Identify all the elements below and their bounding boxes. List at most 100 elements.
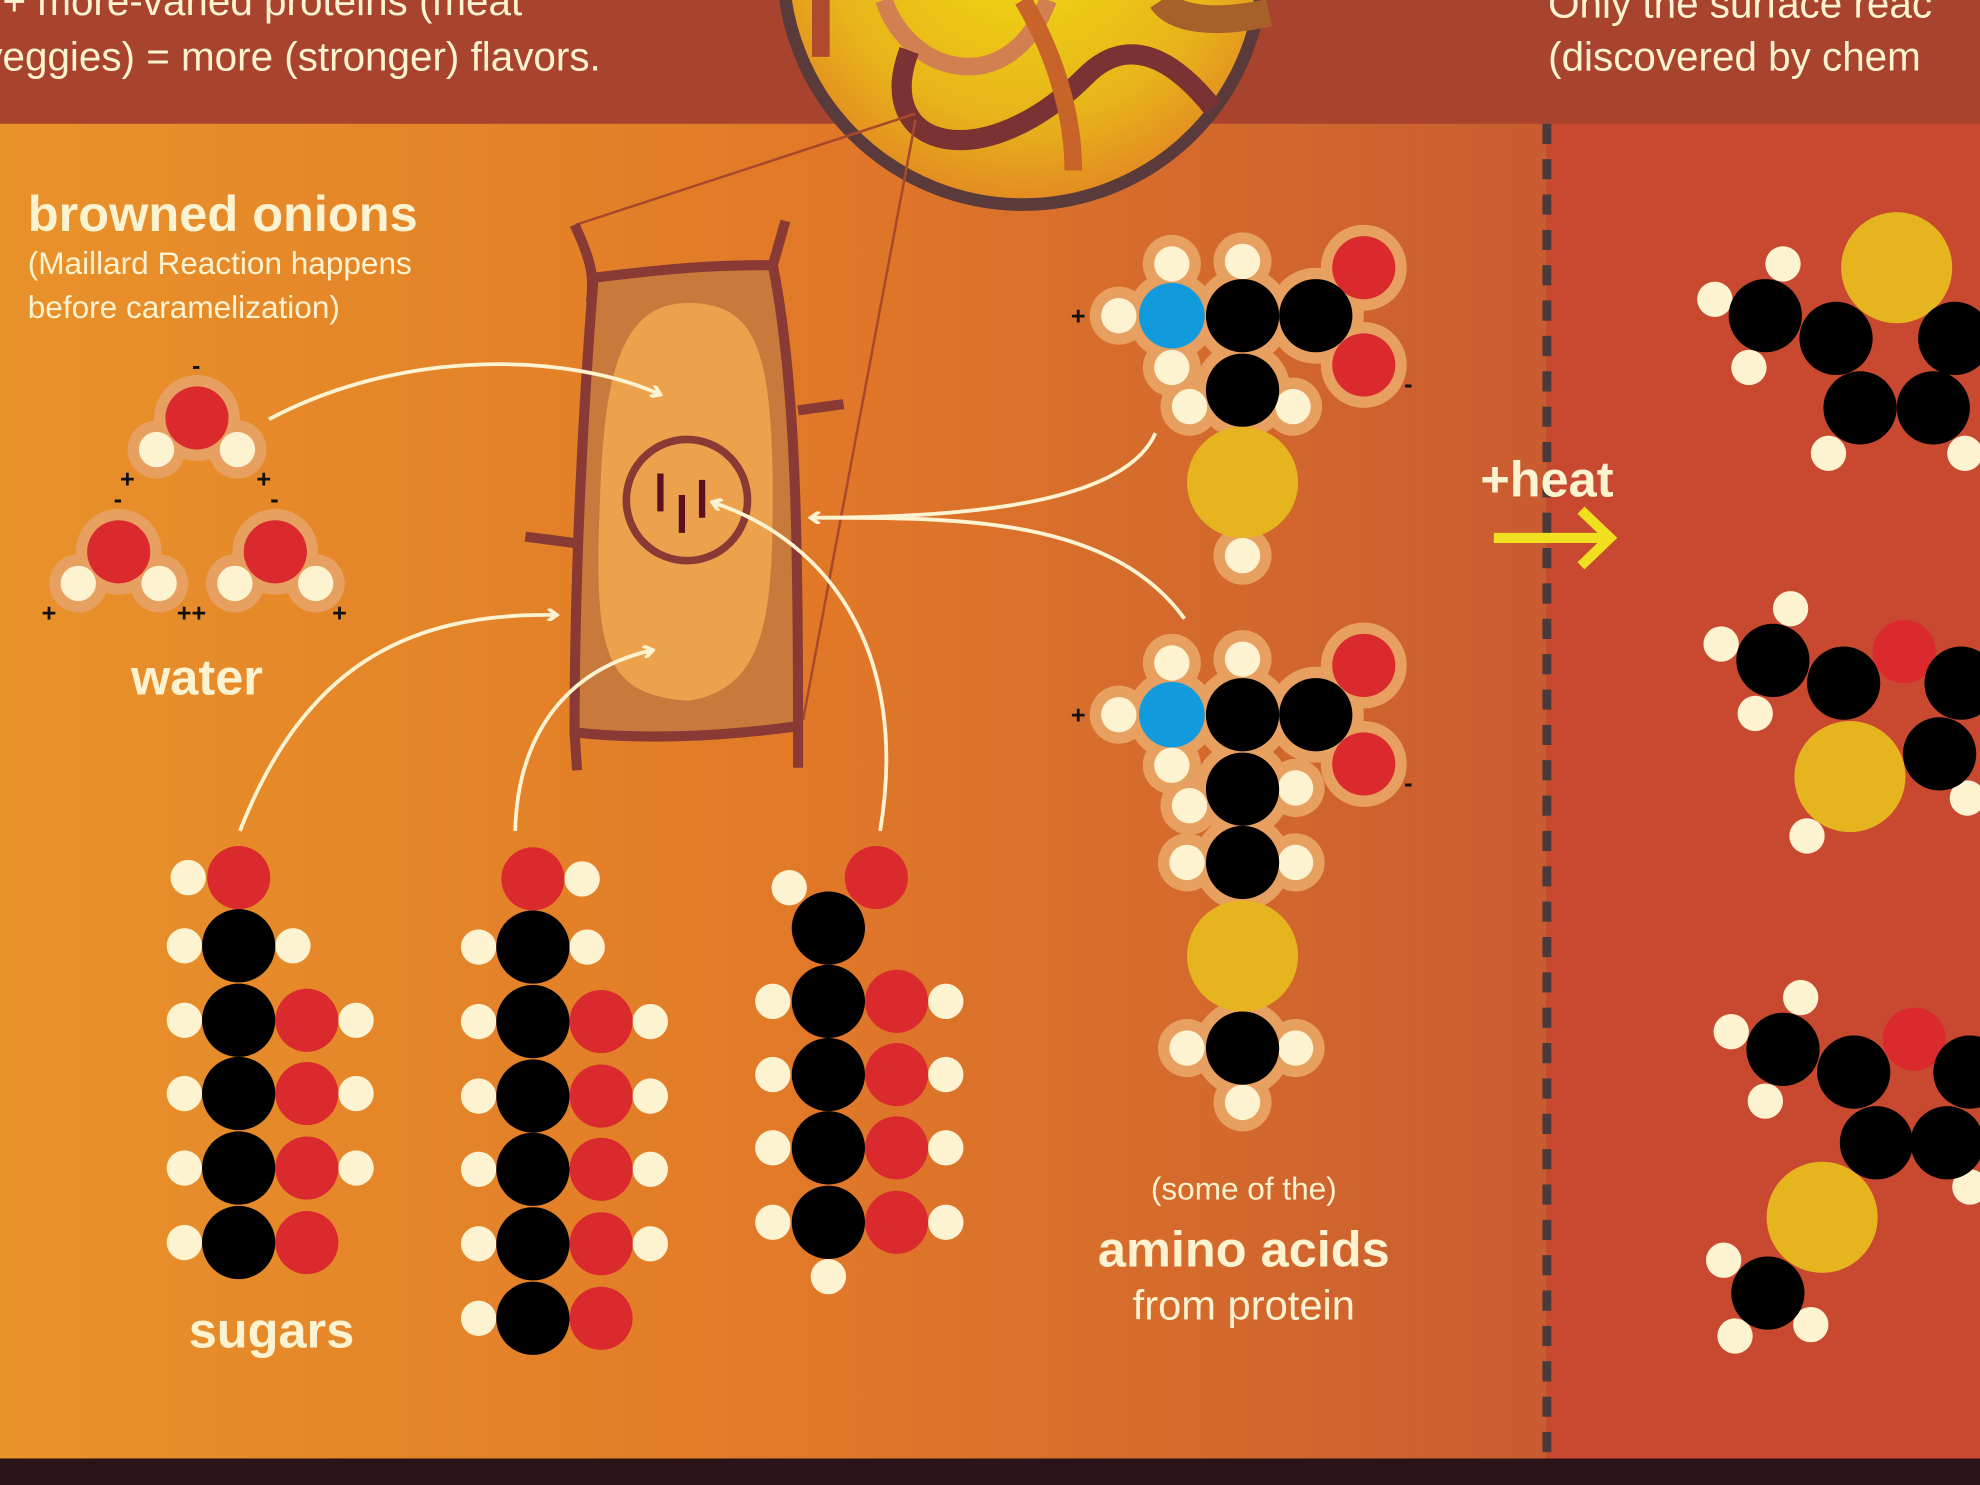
hydrogen-atom [1224, 243, 1261, 280]
hydrogen-atom [928, 1130, 964, 1166]
hydrogen-atom [1947, 435, 1980, 472]
charge-minus: - [270, 486, 278, 514]
carbon-atom [1823, 371, 1897, 445]
hydrogen-atom [1737, 695, 1773, 732]
hydrogen-atom [755, 983, 791, 1020]
hydrogen-atom [1705, 1242, 1742, 1278]
hydrogen-atom [1171, 388, 1208, 425]
hydrogen-atom [166, 928, 203, 964]
hydrogen-atom [170, 859, 206, 896]
carbon-atom [202, 1056, 276, 1131]
carbon-atom [1279, 279, 1353, 353]
hydrogen-atom [1789, 818, 1825, 854]
header-right-line1: Only the surface reac [1548, 0, 1932, 27]
hydrogen-atom [810, 1258, 847, 1295]
carbon-atom [1807, 646, 1881, 720]
oxygen-atom [569, 1286, 633, 1350]
charge-double-plus: ++ [177, 599, 207, 627]
sulfur-atom [1186, 900, 1299, 1012]
cell-nucleus [622, 435, 752, 565]
charge-plus: + [256, 465, 271, 493]
hydrogen-atom [1277, 770, 1314, 806]
oxygen-atom [569, 990, 633, 1054]
carbon-atom [202, 1131, 276, 1205]
hydrogen-atom [217, 565, 253, 602]
hydrogen-atom [928, 983, 964, 1020]
carbon-atom [496, 984, 570, 1059]
hydrogen-atom [1952, 1169, 1980, 1205]
oxygen-atom [275, 1210, 339, 1275]
hydrogen-atom [60, 565, 96, 602]
amino-prefix: (some of the) [1151, 1171, 1337, 1207]
carbon-atom [1918, 301, 1980, 376]
footer-band [0, 1458, 1980, 1485]
oxygen-atom [864, 1043, 929, 1107]
oxygen-atom [1882, 1007, 1946, 1071]
sugar-molecule [166, 846, 374, 1280]
hydrogen-atom [460, 1226, 497, 1262]
amino-title: amino acids [1098, 1221, 1390, 1278]
charge-minus: - [192, 352, 200, 380]
oxygen-atom [501, 847, 565, 911]
hydrogen-atom [1747, 1083, 1784, 1119]
charge-plus: + [1071, 303, 1086, 331]
carbon-atom [1279, 678, 1353, 752]
heat-arrow-icon [1493, 506, 1618, 570]
hydrogen-atom [1154, 246, 1190, 282]
oxygen-atom [1332, 236, 1396, 300]
onions-subtitle-1: (Maillard Reaction happens [28, 245, 412, 281]
hydrogen-atom [460, 1300, 497, 1336]
hydrogen-atom [632, 1151, 668, 1187]
arrow-sugar2-to-cell [513, 650, 651, 831]
carbon-atom [1728, 279, 1802, 353]
hydrogen-atom [1154, 747, 1190, 783]
carbon-atom [202, 909, 276, 983]
arrow-amino2-to-cell [820, 515, 1186, 620]
oxygen-atom [844, 846, 908, 910]
oxygen-atom [864, 969, 929, 1033]
carbon-atom [791, 1111, 865, 1185]
product-molecule [1697, 212, 1980, 472]
water-molecule [205, 508, 345, 613]
molecules [49, 212, 1980, 1355]
oxygen-atom [87, 520, 151, 584]
carbon-atom [1910, 1106, 1980, 1180]
hydrogen-atom [1717, 1318, 1753, 1354]
oxygen-atom [864, 1190, 929, 1254]
carbon-atom [496, 1059, 570, 1133]
hydrogen-atom [1277, 844, 1314, 881]
hydrogen-atom [1275, 388, 1311, 425]
carbon-atom [202, 1205, 276, 1280]
charge-plus: + [332, 599, 347, 627]
hydrogen-atom [755, 1204, 791, 1241]
water-label: water [130, 649, 263, 706]
carbon-atom [791, 1185, 865, 1259]
hydrogen-atom [1810, 435, 1847, 472]
oxygen-atom [569, 1137, 633, 1201]
oxygen-atom [165, 386, 229, 450]
hydrogen-atom [1697, 281, 1733, 317]
carbon-atom [791, 891, 865, 965]
charge-plus: + [1071, 702, 1086, 730]
header-left-line2: veggies) = more (stronger) flavors. [0, 34, 601, 80]
oxygen-atom [275, 988, 339, 1052]
hydrogen-atom [1169, 844, 1205, 881]
carbon-atom [496, 1207, 570, 1281]
onions-title: browned onions [28, 185, 418, 242]
oxygen-atom [275, 1061, 339, 1126]
hydrogen-atom [771, 870, 807, 906]
hydrogen-atom [632, 1003, 668, 1040]
oxygen-atom [1332, 633, 1396, 698]
heat-label: +heat [1480, 450, 1614, 507]
hydrogen-atom [1713, 1013, 1749, 1050]
nitrogen-atom [1139, 681, 1205, 748]
hydrogen-atom [1277, 1030, 1314, 1066]
onions-subtitle-2: before caramelization) [28, 289, 340, 325]
hydrogen-atom [1154, 645, 1190, 681]
sugar-molecule [460, 847, 668, 1355]
hydrogen-atom [298, 565, 334, 602]
carbon-atom [1933, 1035, 1980, 1109]
hydrogen-atom [460, 929, 497, 965]
